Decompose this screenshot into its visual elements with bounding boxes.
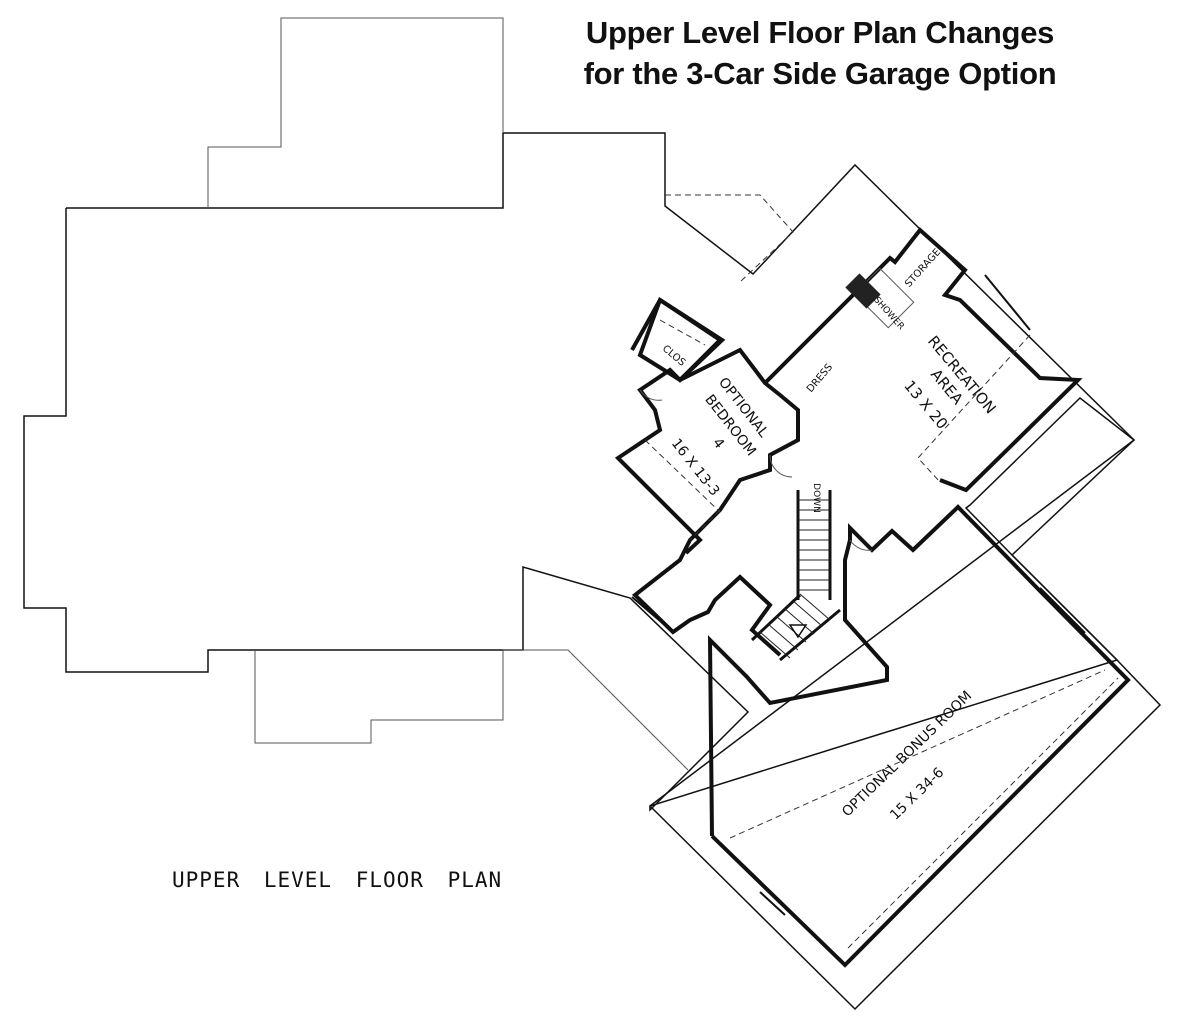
window-bedroom	[631, 596, 674, 633]
roof-line-upper-right	[665, 194, 794, 283]
closet-label: CLOS	[660, 343, 687, 368]
page-title-line1: Upper Level Floor Plan Changes	[585, 15, 1055, 50]
bedroom-walls-left	[614, 297, 726, 555]
bedroom-walls	[631, 298, 800, 657]
bedroom-number: 4	[709, 435, 727, 452]
door-swing-closet	[639, 389, 663, 401]
recreation-clearance	[917, 334, 1031, 483]
bonus-knee-wall	[729, 669, 1106, 839]
plan-caption: UPPER LEVEL FLOOR PLAN	[172, 868, 503, 892]
window-recreation	[984, 274, 1031, 331]
page-title: Upper Level Floor Plan Changes for the 3…	[510, 12, 1130, 94]
stair-label: DOWN	[811, 483, 821, 513]
closet-walls	[637, 296, 726, 383]
roof-line-lower	[254, 649, 689, 771]
roof-line-upper	[207, 17, 504, 208]
door-swing-bedroom	[769, 454, 793, 478]
bedroom-clearance-2	[689, 509, 721, 541]
closet-rod	[659, 319, 706, 346]
page-title-line2: for the 3-Car Side Garage Option	[583, 56, 1057, 91]
window-bonus-left	[759, 891, 786, 916]
roof-outline-main	[23, 132, 1136, 812]
stairs	[750, 490, 841, 662]
bedroom-clearance	[644, 439, 721, 513]
bath-walls	[763, 227, 1083, 493]
bonus-knee-wall-2	[847, 677, 1119, 949]
chimney-hatch	[845, 273, 881, 309]
window-bonus-right	[1039, 587, 1086, 634]
shower-label: SHOWER	[871, 295, 905, 332]
storage-label: STORAGE	[903, 247, 943, 290]
door-swing-bonus	[849, 539, 873, 551]
bonus-room-walls	[707, 504, 1131, 968]
bonus-room-outline	[648, 397, 1162, 1011]
dress-label: DRESS	[805, 362, 835, 395]
